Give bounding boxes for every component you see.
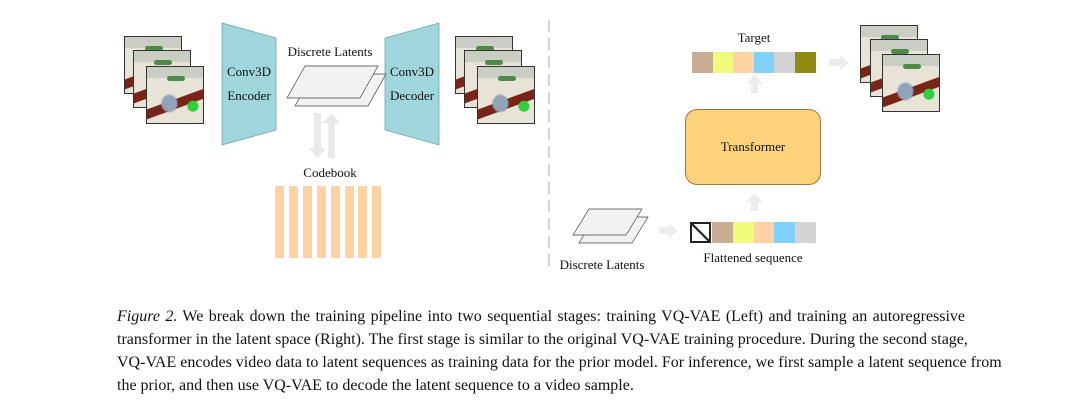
arrow-down-icon bbox=[309, 113, 326, 158]
token-cell bbox=[733, 52, 754, 73]
discrete-latents-left bbox=[286, 65, 387, 107]
video-frame bbox=[146, 66, 204, 124]
encoder-label: Conv3D bbox=[226, 64, 272, 79]
discrete-latents-right bbox=[572, 208, 649, 244]
encoder-label: Encoder bbox=[227, 88, 271, 103]
token-cell bbox=[753, 222, 775, 243]
codebook-entry bbox=[372, 186, 382, 258]
flattened-sequence-label: Flattened sequence bbox=[703, 250, 803, 265]
token-cell bbox=[774, 222, 796, 243]
caption-line: the prior, and then use VQ-VAE to decode… bbox=[117, 377, 634, 394]
caption-line: VQ-VAE encodes video data to latent sequ… bbox=[117, 354, 1002, 371]
arrow-right-icon bbox=[659, 223, 678, 238]
generated-video-frames bbox=[860, 25, 945, 115]
arrow-up-icon bbox=[323, 113, 340, 158]
discrete-latents-label: Discrete Latents bbox=[559, 257, 645, 272]
caption-line: transformer in the latent space (Right).… bbox=[117, 331, 968, 348]
codebook-entry bbox=[302, 186, 312, 258]
start-token-icon bbox=[690, 222, 711, 243]
token-cell bbox=[692, 52, 713, 73]
arrow-right-icon bbox=[829, 55, 849, 70]
input-video-frames bbox=[124, 36, 209, 126]
codebook-entry bbox=[330, 186, 340, 258]
transformer-label: Transformer bbox=[720, 139, 786, 154]
token-cell bbox=[795, 222, 816, 243]
codebook-entry bbox=[358, 186, 368, 258]
decoder-label: Decoder bbox=[389, 88, 435, 103]
target-label: Target bbox=[737, 30, 771, 45]
token-cell bbox=[712, 222, 733, 243]
codebook-entry bbox=[275, 186, 284, 258]
token-cell bbox=[712, 52, 734, 73]
output-video-frames bbox=[455, 36, 540, 126]
codebook-entry bbox=[344, 186, 354, 258]
video-frame bbox=[882, 54, 940, 112]
codebook-entry bbox=[288, 186, 298, 258]
video-frame bbox=[477, 66, 535, 124]
arrow-up-icon bbox=[746, 75, 763, 93]
token-cell bbox=[795, 52, 816, 73]
transformer-box: Transformer bbox=[685, 109, 821, 185]
discrete-latents-label: Discrete Latents bbox=[287, 44, 373, 59]
token-cell bbox=[732, 222, 754, 243]
decoder-label: Conv3D bbox=[389, 64, 435, 79]
caption-text: We break down the training pipeline into… bbox=[177, 308, 965, 325]
codebook bbox=[275, 186, 382, 258]
target-sequence bbox=[692, 52, 816, 73]
decoder-shape bbox=[384, 22, 440, 146]
diagram-shapes bbox=[221, 20, 849, 272]
flattened-sequence bbox=[712, 222, 816, 243]
caption-line: Figure 2. We break down the training pip… bbox=[117, 306, 965, 328]
codebook-entry bbox=[316, 186, 326, 258]
arrow-up-icon bbox=[746, 193, 763, 211]
encoder-shape bbox=[221, 22, 277, 146]
codebook-label: Codebook bbox=[303, 165, 357, 180]
caption-label: Figure 2. bbox=[117, 308, 178, 325]
token-cell bbox=[774, 52, 795, 73]
token-cell bbox=[753, 52, 775, 73]
